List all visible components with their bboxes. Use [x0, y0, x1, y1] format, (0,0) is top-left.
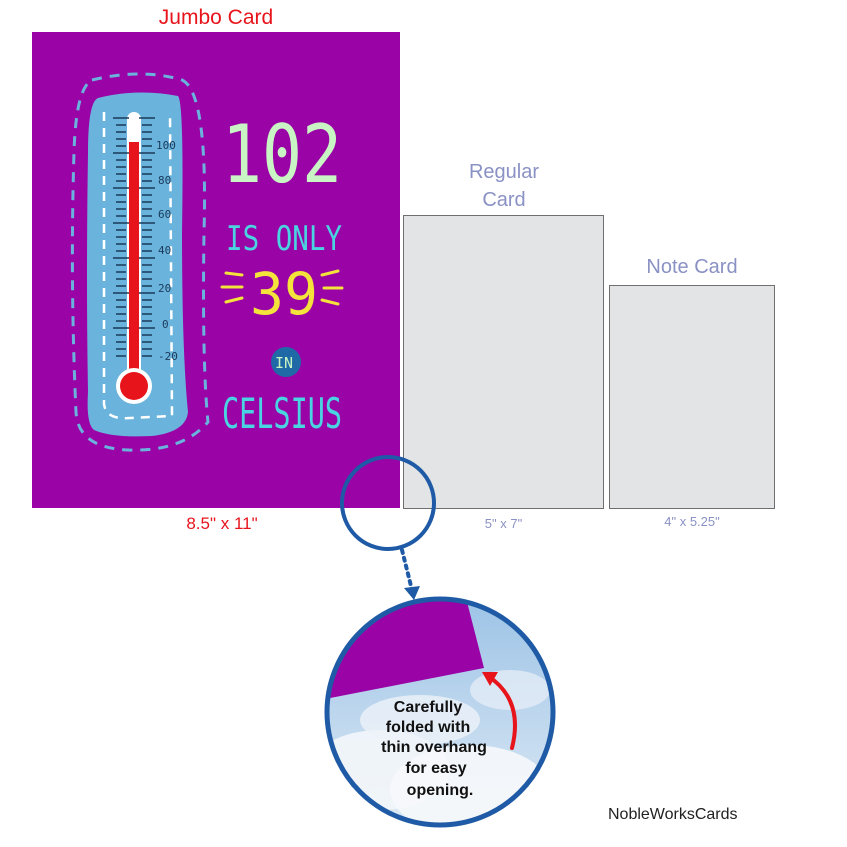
- note-card-title: Note Card: [646, 256, 738, 278]
- tick-label: 20: [158, 282, 171, 295]
- zoom-caption-line: for easy: [405, 760, 466, 777]
- jumbo-card: 100 80 60 40 20 0 -20 102 IS ONLY 39 IN …: [32, 32, 400, 508]
- regular-title-line2: Card: [482, 189, 526, 211]
- thermometer-inner-dash: [102, 111, 174, 420]
- headline-39: 39: [250, 260, 318, 328]
- tick-label: 100: [156, 139, 176, 152]
- headline-celsius: CELSIUS: [222, 389, 342, 438]
- zoom-caption-line: folded with: [386, 719, 470, 736]
- tick-label: 40: [158, 244, 171, 257]
- headline-is-only: IS ONLY: [226, 219, 342, 259]
- thermometer-dashed-outline: [70, 72, 210, 452]
- jumbo-card-size: 8.5" x 11": [186, 514, 258, 533]
- brand-name: NobleWorksCards: [608, 806, 738, 823]
- tick-label: -20: [158, 350, 178, 363]
- tick-label: 0: [162, 318, 169, 331]
- thermometer-mercury: [129, 142, 139, 402]
- sparkle-rays: [220, 269, 344, 306]
- thermometer-scale: [113, 117, 155, 357]
- regular-card-title: Regular Card: [404, 158, 604, 214]
- connector-dots: [400, 548, 414, 592]
- zoom-caption-line: opening.: [407, 782, 474, 799]
- regular-card: [403, 215, 604, 509]
- magnifier-ring: [340, 455, 436, 551]
- thermometer-bulb: [120, 372, 148, 400]
- in-badge: [271, 347, 301, 377]
- zoom-caption-line: Carefully: [394, 699, 463, 716]
- note-card-size: 4" x 5.25": [664, 514, 720, 529]
- headline-in: IN: [275, 354, 293, 372]
- tick-label: 60: [158, 208, 171, 221]
- note-card: [609, 285, 775, 509]
- headline-102: 102: [222, 108, 342, 201]
- tick-label: 80: [158, 174, 171, 187]
- connector-arrowhead: [404, 586, 420, 600]
- zoom-circle-ring: [324, 596, 556, 828]
- regular-card-size: 5" x 7": [484, 516, 523, 531]
- card-artwork: 100 80 60 40 20 0 -20 102 IS ONLY 39 IN …: [70, 72, 344, 452]
- regular-title-line1: Regular: [468, 161, 540, 183]
- red-arrow: [486, 674, 517, 750]
- jumbo-card-title: Jumbo Card: [158, 6, 274, 29]
- red-arrow-head: [482, 672, 498, 686]
- zoom-caption-line: thin overhang: [381, 739, 487, 756]
